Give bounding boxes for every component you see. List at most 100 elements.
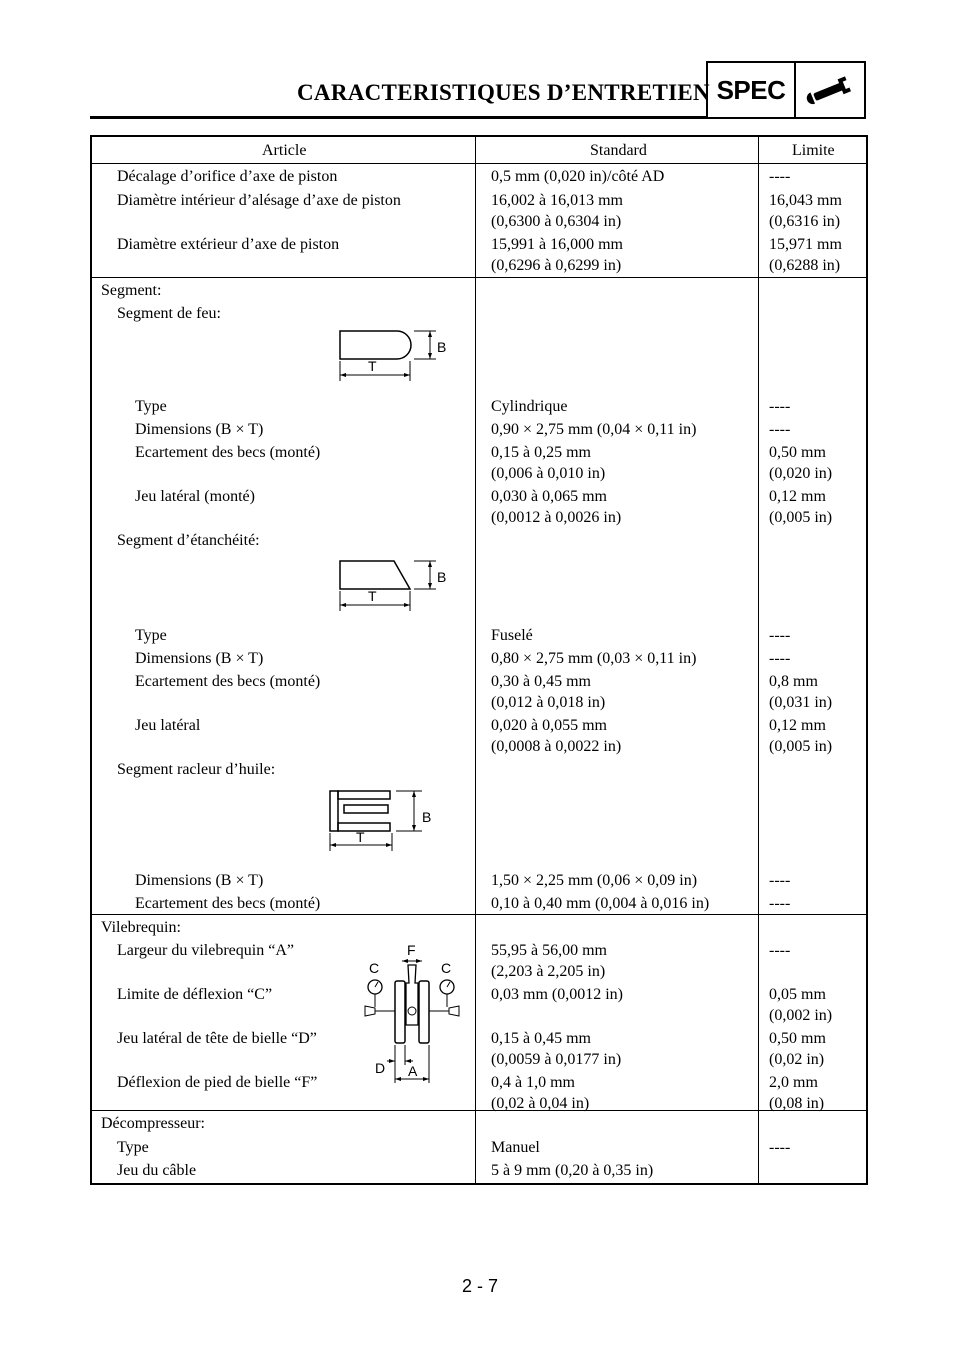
row-limit: (0,02 in) [769, 1051, 825, 1068]
row-article: Ecartement des becs (monté) [135, 895, 321, 912]
subsection-heading: Segment d’étanchéité: [117, 532, 260, 549]
oil-ring-diagram: B T [329, 790, 431, 851]
row-limit: (0,002 in) [769, 1007, 833, 1024]
row-limit: ---- [769, 650, 791, 667]
row-limit: 15,971 mm [769, 236, 842, 253]
dimension-label-b: B [437, 569, 446, 585]
row-limit: 0,12 mm [769, 488, 826, 505]
row-article: Jeu latéral (monté) [135, 488, 255, 505]
row-standard: (2,203 à 2,205 in) [491, 963, 606, 980]
spec-table: Article Standard Limite Décalage d’orifi… [90, 135, 868, 1185]
row-article: Type [135, 398, 167, 415]
row-standard: 0,80 × 2,75 mm (0,03 × 0,11 in) [491, 650, 697, 667]
section-heading: Décompresseur: [101, 1115, 205, 1132]
crank-label-f: F [407, 942, 416, 958]
subsection-heading: Segment racleur d’huile: [117, 761, 276, 778]
column-divider [758, 137, 759, 1183]
row-article: Limite de déflexion “C” [117, 986, 273, 1003]
row-limit: (0,6316 in) [769, 213, 841, 230]
row-limit: (0,005 in) [769, 509, 833, 526]
row-limit: 16,043 mm [769, 192, 842, 209]
row-standard: (0,6300 à 0,6304 in) [491, 213, 622, 230]
row-article: Diamètre intérieur d’alésage d’axe de pi… [117, 192, 401, 209]
page-number: 2 - 7 [461, 1276, 499, 1296]
row-limit: (0,020 in) [769, 465, 833, 482]
row-article: Déflexion de pied de bielle “F” [117, 1074, 318, 1091]
row-standard: (0,0059 à 0,0177 in) [491, 1051, 622, 1068]
column-header-standard: Standard [590, 142, 647, 159]
row-standard: (0,6296 à 0,6299 in) [491, 257, 622, 274]
row-standard: 0,5 mm (0,020 in)/côté AD [491, 168, 665, 185]
row-limit: (0,6288 in) [769, 257, 841, 274]
row-standard: (0,0008 à 0,0022 in) [491, 738, 622, 755]
row-limit: 0,05 mm [769, 986, 826, 1003]
row-standard: 0,15 à 0,45 mm [491, 1030, 591, 1047]
dimension-label-t: T [356, 829, 365, 845]
row-limit: 0,50 mm [769, 1030, 826, 1047]
crank-label-c1: C [369, 960, 379, 976]
row-standard: (0,012 à 0,018 in) [491, 694, 606, 711]
row-limit: ---- [769, 421, 791, 438]
row-article: Décalage d’orifice d’axe de piston [117, 168, 338, 185]
spec-label: SPEC [708, 63, 796, 117]
row-standard: 16,002 à 16,013 mm [491, 192, 623, 209]
row-standard: (0,0012 à 0,0026 in) [491, 509, 622, 526]
column-divider [475, 137, 476, 1183]
row-standard: Cylindrique [491, 398, 568, 415]
row-limit: 0,8 mm [769, 673, 818, 690]
row-limit: ---- [769, 1139, 791, 1156]
header-divider [92, 163, 866, 164]
row-limit: ---- [769, 942, 791, 959]
row-standard: (0,006 à 0,010 in) [491, 465, 606, 482]
row-limit: 2,0 mm [769, 1074, 818, 1091]
row-limit: 0,12 mm [769, 717, 826, 734]
row-divider [92, 277, 866, 278]
row-limit: (0,08 in) [769, 1095, 825, 1112]
column-header-article: Article [262, 142, 307, 159]
row-article: Ecartement des becs (monté) [135, 673, 321, 690]
row-standard: (0,02 à 0,04 in) [491, 1095, 590, 1112]
section-heading: Segment: [101, 282, 162, 299]
row-article: Largeur du vilebrequin “A” [117, 942, 294, 959]
section-heading: Vilebrequin: [101, 919, 181, 936]
title-rule [90, 116, 706, 119]
row-limit: ---- [769, 895, 791, 912]
dimension-label-t: T [368, 358, 377, 374]
second-ring-diagram: B T [339, 560, 446, 611]
row-standard: 0,4 à 1,0 mm [491, 1074, 575, 1091]
row-limit: (0,005 in) [769, 738, 833, 755]
row-standard: 0,90 × 2,75 mm (0,04 × 0,11 in) [491, 421, 697, 438]
crank-label-d: D [375, 1060, 385, 1076]
dimension-label-b: B [437, 339, 446, 355]
column-header-limit: Limite [792, 142, 835, 159]
crank-label-a: A [408, 1063, 418, 1079]
row-article: Jeu latéral [135, 717, 201, 734]
row-article: Type [135, 627, 167, 644]
row-limit: ---- [769, 872, 791, 889]
row-limit: ---- [769, 168, 791, 185]
row-limit: 0,50 mm [769, 444, 826, 461]
section-badge: SPEC [706, 61, 866, 119]
row-standard: 0,020 à 0,055 mm [491, 717, 607, 734]
row-article: Dimensions (B × T) [135, 421, 264, 438]
row-limit: (0,031 in) [769, 694, 833, 711]
row-article: Type [117, 1139, 149, 1156]
crank-label-c2: C [441, 960, 451, 976]
subsection-heading: Segment de feu: [117, 305, 221, 322]
row-divider [92, 914, 866, 915]
row-article: Jeu du câble [117, 1162, 197, 1179]
row-standard: Manuel [491, 1139, 540, 1156]
row-article: Diamètre extérieur d’axe de piston [117, 236, 340, 253]
row-limit: ---- [769, 398, 791, 415]
crankshaft-diagram: F C C D A [364, 942, 460, 1083]
row-divider [92, 1110, 866, 1111]
row-standard: 15,991 à 16,000 mm [491, 236, 623, 253]
top-ring-diagram: B T [339, 330, 446, 381]
row-standard: 5 à 9 mm (0,20 à 0,35 in) [491, 1162, 654, 1179]
row-limit: ---- [769, 627, 791, 644]
page-title: CARACTERISTIQUES D’ENTRETIEN [297, 80, 710, 105]
row-standard: 0,10 à 0,40 mm (0,004 à 0,016 in) [491, 895, 710, 912]
dimension-label-t: T [368, 588, 377, 604]
row-standard: 0,15 à 0,25 mm [491, 444, 591, 461]
row-article: Dimensions (B × T) [135, 872, 264, 889]
